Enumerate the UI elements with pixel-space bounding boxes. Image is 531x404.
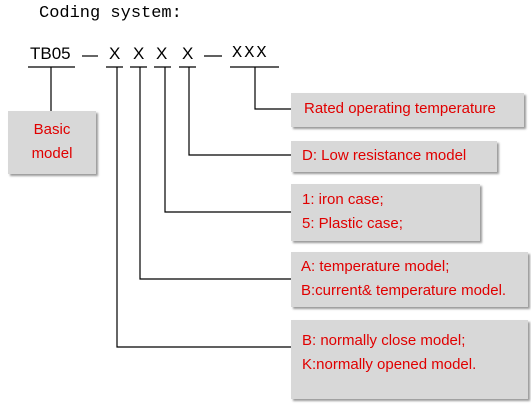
code-digit-1: X <box>109 44 121 63</box>
rated-temperature-box: Rated operating temperature <box>291 93 524 127</box>
case-line-1: 1: iron case; <box>302 191 384 208</box>
code-digit-2: X <box>133 44 145 63</box>
connector-model-type <box>139 67 291 280</box>
connector-contact <box>116 67 291 348</box>
low-resistance-label: D: Low resistance model <box>302 147 467 164</box>
basic-model-box: Basic model <box>8 111 96 174</box>
contact-line-1: B: normally close model; <box>302 332 466 349</box>
model-type-line-1: A: temperature model; <box>301 258 450 275</box>
contact-box: B: normally close model; K:normally open… <box>291 320 528 399</box>
case-box: 1: iron case; 5: Plastic case; <box>291 184 480 241</box>
code-digit-4: X <box>182 44 194 63</box>
low-resistance-box: D: Low resistance model <box>291 141 497 172</box>
rated-temperature-label: Rated operating temperature <box>304 100 496 117</box>
connector-rated <box>254 67 291 110</box>
basic-model-line-1: Basic <box>33 121 71 138</box>
diagram-title: Coding system: <box>39 4 182 23</box>
model-type-box: A: temperature model; B:current& tempera… <box>291 252 528 307</box>
basic-model-line-2: model <box>31 145 73 162</box>
connector-low-resistance <box>188 67 291 156</box>
case-line-2: 5: Plastic case; <box>302 215 403 232</box>
model-type-line-2: B:current& temperature model. <box>301 282 507 299</box>
connector-case <box>164 67 291 213</box>
code-prefix: TB05 <box>30 44 71 63</box>
contact-line-2: K:normally opened model. <box>302 356 477 373</box>
code-suffix: XXX <box>232 44 269 63</box>
code-digit-3: X <box>156 44 168 63</box>
